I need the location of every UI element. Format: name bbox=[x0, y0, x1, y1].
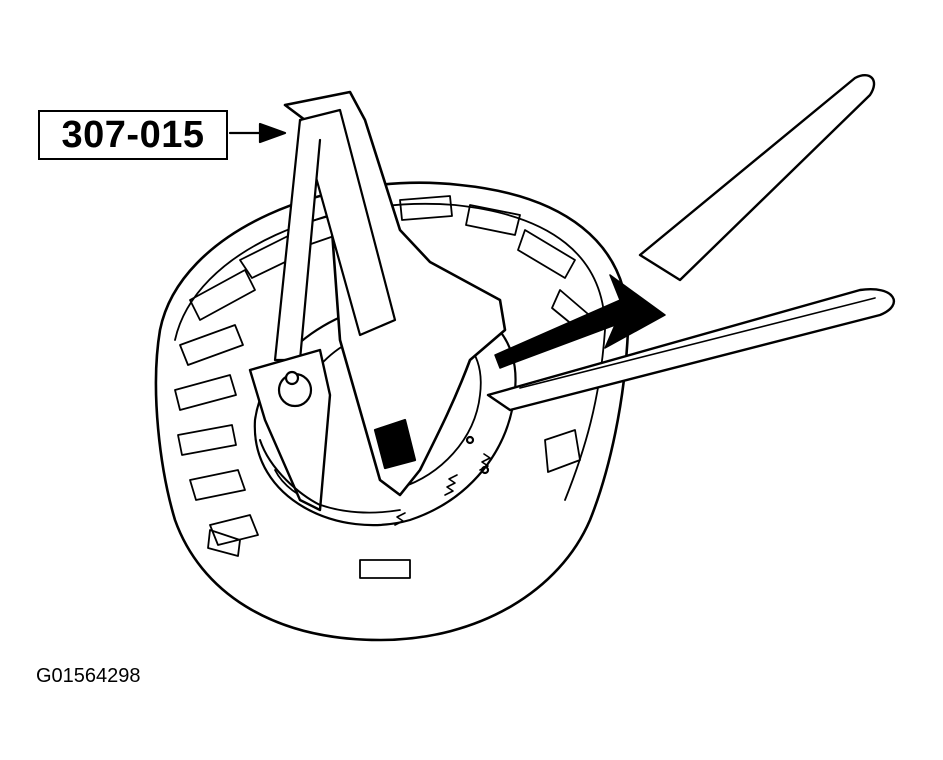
tool-number-callout: 307-015 bbox=[38, 110, 228, 160]
callout-leader-arrow bbox=[228, 122, 287, 144]
spring-compressor-tool bbox=[248, 90, 507, 512]
pry-tool bbox=[486, 73, 896, 412]
direction-arrow bbox=[494, 274, 666, 369]
return-springs bbox=[394, 453, 491, 526]
drum-housing bbox=[154, 181, 630, 642]
figure-identifier: G01564298 bbox=[36, 665, 141, 687]
tool-number-label: 307-015 bbox=[61, 113, 205, 156]
